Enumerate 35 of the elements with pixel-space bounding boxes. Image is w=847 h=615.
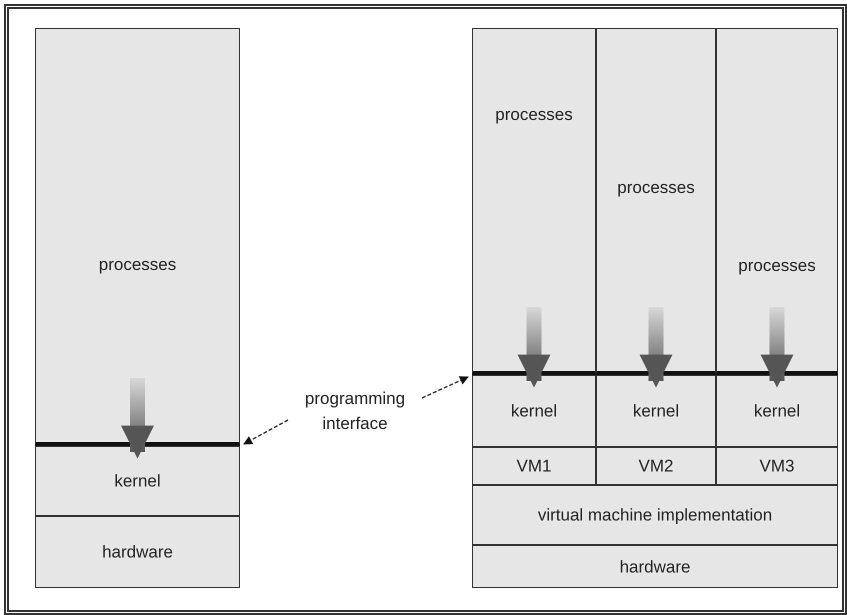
layer-box <box>716 375 838 447</box>
layer-label: processes <box>494 104 574 125</box>
layer-box <box>472 485 838 545</box>
layer-label: processes <box>616 177 696 198</box>
layer-box <box>35 516 240 588</box>
layer-box <box>716 447 838 485</box>
block-arrow <box>121 378 154 459</box>
layer-box <box>472 375 596 447</box>
process-layer-box <box>472 28 596 375</box>
layer-label: virtual machine implementation <box>536 504 774 526</box>
process-layer-box <box>35 28 240 446</box>
process-layer-box <box>596 28 716 375</box>
layer-label: kernel <box>113 470 162 492</box>
block-arrow <box>640 307 672 388</box>
layer-label: VM3 <box>758 456 796 476</box>
layer-label: VM2 <box>638 456 674 476</box>
layer-label: VM1 <box>516 456 552 476</box>
layer-label: processes <box>98 254 178 275</box>
layer-box <box>35 446 240 516</box>
layer-box <box>472 545 838 588</box>
callout-text: programming interface <box>288 386 422 440</box>
block-arrow <box>518 307 550 388</box>
layer-label: kernel <box>510 400 558 422</box>
layer-box <box>472 447 596 485</box>
layer-label: hardware <box>101 542 174 562</box>
block-arrow <box>760 307 794 388</box>
process-layer-box <box>716 28 838 375</box>
layer-label: kernel <box>752 400 802 422</box>
layer-label: processes <box>737 255 817 276</box>
layer-box <box>596 375 716 447</box>
layer-label: hardware <box>618 556 692 577</box>
layer-box <box>596 447 716 485</box>
leader-line <box>422 376 469 399</box>
leader-line <box>243 419 288 445</box>
layer-label: kernel <box>632 400 680 422</box>
